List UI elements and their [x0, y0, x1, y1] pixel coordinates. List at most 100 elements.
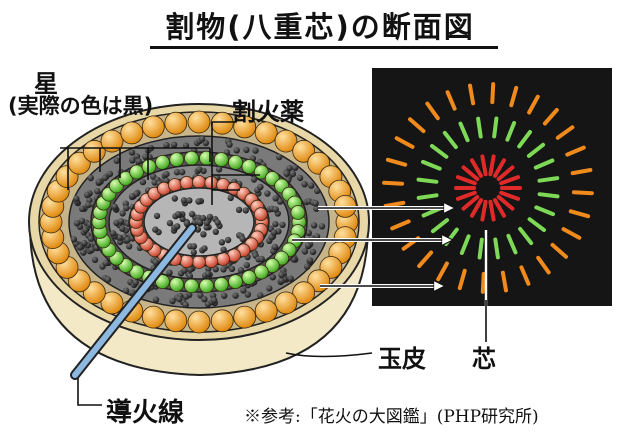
firework-core-streak [496, 195, 515, 211]
powder-grain [166, 269, 173, 276]
firework-middle-streak [533, 158, 555, 170]
firework-middle-streak [506, 233, 518, 255]
powder-grain [313, 205, 320, 212]
powder-grain [186, 273, 194, 280]
firework-core-streak [455, 190, 477, 201]
firework-core-streak [488, 199, 496, 222]
outer-star [100, 129, 124, 153]
powder-grain [278, 277, 285, 285]
powder-grain [124, 236, 131, 244]
powder-grain [272, 195, 279, 202]
powder-grain [227, 194, 234, 202]
powder-grain [123, 204, 130, 212]
firework-outer-streak [457, 268, 467, 291]
powder-grain [173, 169, 181, 176]
powder-grain [196, 166, 203, 173]
powder-grain [266, 285, 273, 292]
powder-grain [304, 263, 311, 270]
powder-leader-lines [211, 121, 260, 205]
firework-middle-streak [492, 116, 499, 139]
outer-star [274, 129, 298, 153]
firework-outer-streak [571, 190, 594, 196]
green-star [199, 278, 214, 294]
firework-middle-streak [527, 217, 546, 232]
powder-grain [79, 205, 86, 212]
powder-grain [221, 292, 228, 299]
firework-outer-streak [394, 136, 415, 149]
powder-grain [163, 141, 170, 149]
green-star [228, 154, 243, 170]
outer-star [292, 281, 316, 305]
powder-grain [268, 234, 275, 241]
star-note-label: (実際の色は黒) [8, 94, 154, 118]
powder-grain [276, 198, 284, 205]
powder-grain [101, 174, 109, 182]
fuse-leader-line [77, 378, 102, 406]
outer-star [210, 309, 234, 333]
powder-grain [257, 183, 264, 191]
powder-grain [312, 200, 319, 207]
firework-outer-streak [565, 145, 586, 157]
firework-core-streak [455, 175, 477, 186]
firework-outer-streak [519, 265, 531, 286]
powder-grain [88, 246, 95, 254]
powder-grain [258, 255, 265, 263]
green-star [169, 276, 185, 292]
powder-grain [133, 153, 141, 160]
powder-grain [104, 276, 112, 283]
outer-star [164, 309, 188, 333]
powder-grain [218, 239, 226, 246]
powder-grain [226, 141, 233, 148]
powder-grain [151, 179, 158, 186]
powder-grain [232, 292, 239, 299]
powder-grain [252, 147, 259, 154]
powder-grain [276, 153, 283, 161]
powder-grain [186, 197, 193, 204]
firework-core-streak [499, 175, 521, 186]
powder-grain [296, 174, 304, 182]
powder-grain [152, 296, 160, 303]
powder-grain [76, 244, 84, 251]
outer-star [82, 281, 106, 305]
powder-grain [73, 195, 80, 202]
firework-middle-streak [430, 218, 450, 234]
powder-grain [211, 297, 218, 304]
powder-grain [139, 178, 147, 186]
firework-middle-streak [416, 193, 439, 200]
powder-grain [305, 229, 312, 237]
firework-core-streak [496, 165, 515, 181]
outer-star [164, 111, 188, 135]
firework-core-streak [470, 158, 483, 178]
green-star [184, 150, 199, 166]
powder-grain [95, 178, 103, 186]
powder-grain [301, 181, 308, 188]
powder-grain [111, 203, 118, 210]
powder-grain [214, 219, 221, 226]
powder-grain [200, 214, 207, 222]
burst-powder-label: 割火薬 [232, 98, 304, 126]
powder-grain [87, 235, 95, 242]
powder-grain [272, 220, 279, 228]
firework-outer-streak [509, 85, 519, 108]
powder-grain [257, 292, 264, 299]
powder-grain [314, 187, 321, 194]
firework-core-streak [470, 198, 483, 218]
firework-outer-streak [490, 82, 496, 105]
powder-grain [102, 259, 110, 267]
firework-outer-streak [417, 250, 434, 268]
green-star [241, 269, 257, 285]
powder-grain [117, 218, 125, 225]
powder-grain [182, 301, 189, 309]
powder-grain [220, 246, 227, 253]
powder-grain [128, 149, 136, 156]
powder-grain [87, 174, 95, 182]
firework-core-streak [493, 198, 506, 218]
powder-grain [244, 291, 252, 298]
firework-outer-streak [445, 90, 457, 111]
powder-grain [163, 170, 170, 178]
green-star [129, 264, 145, 280]
powder-grain [73, 220, 81, 227]
firework-panel [372, 68, 612, 306]
green-star [228, 274, 243, 290]
